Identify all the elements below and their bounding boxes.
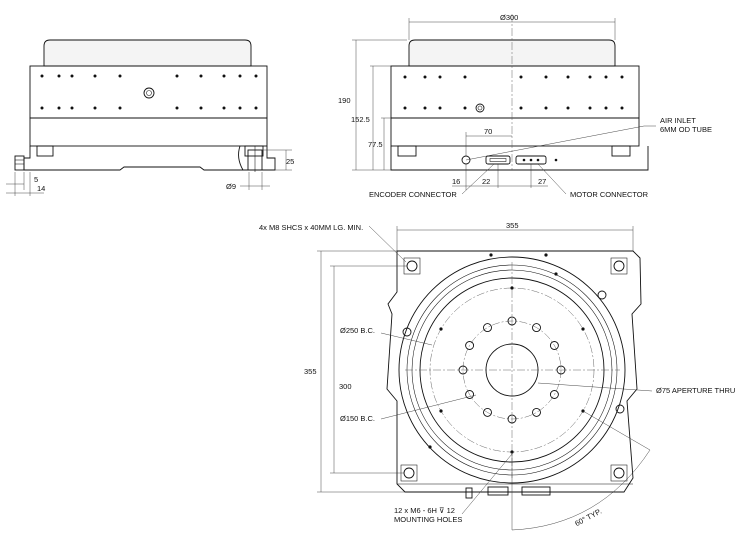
dim-plan-355-width: 355 (506, 221, 519, 230)
side-view-left: 5 14 25 Ø9 (6, 39, 294, 196)
dim-side-25: 25 (286, 157, 294, 166)
dim-height-152: 152.5 (351, 115, 370, 124)
dim-side-14: 14 (37, 184, 45, 193)
dim-conn-22: 22 (482, 177, 490, 186)
air-inlet-tube-label: 6MM OD TUBE (660, 125, 712, 134)
mounting-holes (458, 316, 566, 424)
motor-connector-label: MOTOR CONNECTOR (570, 190, 649, 199)
dim-aperture: Ø75 APERTURE THRU (656, 386, 735, 395)
encoder-connector-label: ENCODER CONNECTOR (369, 190, 457, 199)
side-view-right: Ø300 190 152.5 77.5 70 16 22 27 AIR INLE… (338, 13, 712, 199)
dim-side-5: 5 (34, 175, 38, 184)
air-inlet-label: AIR INLET (660, 116, 696, 125)
dim-plan-355-height: 355 (304, 367, 317, 376)
corner-hole-tl (406, 260, 418, 272)
corner-hole-br (613, 467, 625, 479)
dim-height-190: 190 (338, 96, 351, 105)
mounting-holes-label-2: MOUNTING HOLES (394, 515, 462, 524)
dim-plan-300: 300 (339, 382, 352, 391)
plan-view: 355 355 300 Ø250 B.C. Ø150 B.C. Ø75 APER… (259, 221, 735, 531)
encoder-connector (485, 155, 511, 165)
dim-conn-27: 27 (538, 177, 546, 186)
dim-angle: 60° TYP. (573, 507, 603, 529)
dim-conn-16: 16 (452, 177, 460, 186)
dim-air-offset: 70 (484, 127, 492, 136)
mounting-holes-label: 12 x M6 - 6H ⊽ 12 (394, 506, 455, 515)
dim-height-77: 77.5 (368, 140, 383, 149)
mounting-screws-label: 4x M8 SHCS x 40MM LG. MIN. (259, 223, 363, 232)
corner-hole-tr (613, 260, 625, 272)
dim-bc-150: Ø150 B.C. (340, 414, 375, 423)
dim-side-dia9: Ø9 (226, 182, 236, 191)
corner-hole-bl (403, 467, 415, 479)
dim-top-diameter: Ø300 (500, 13, 518, 22)
dim-bc-250: Ø250 B.C. (340, 326, 375, 335)
